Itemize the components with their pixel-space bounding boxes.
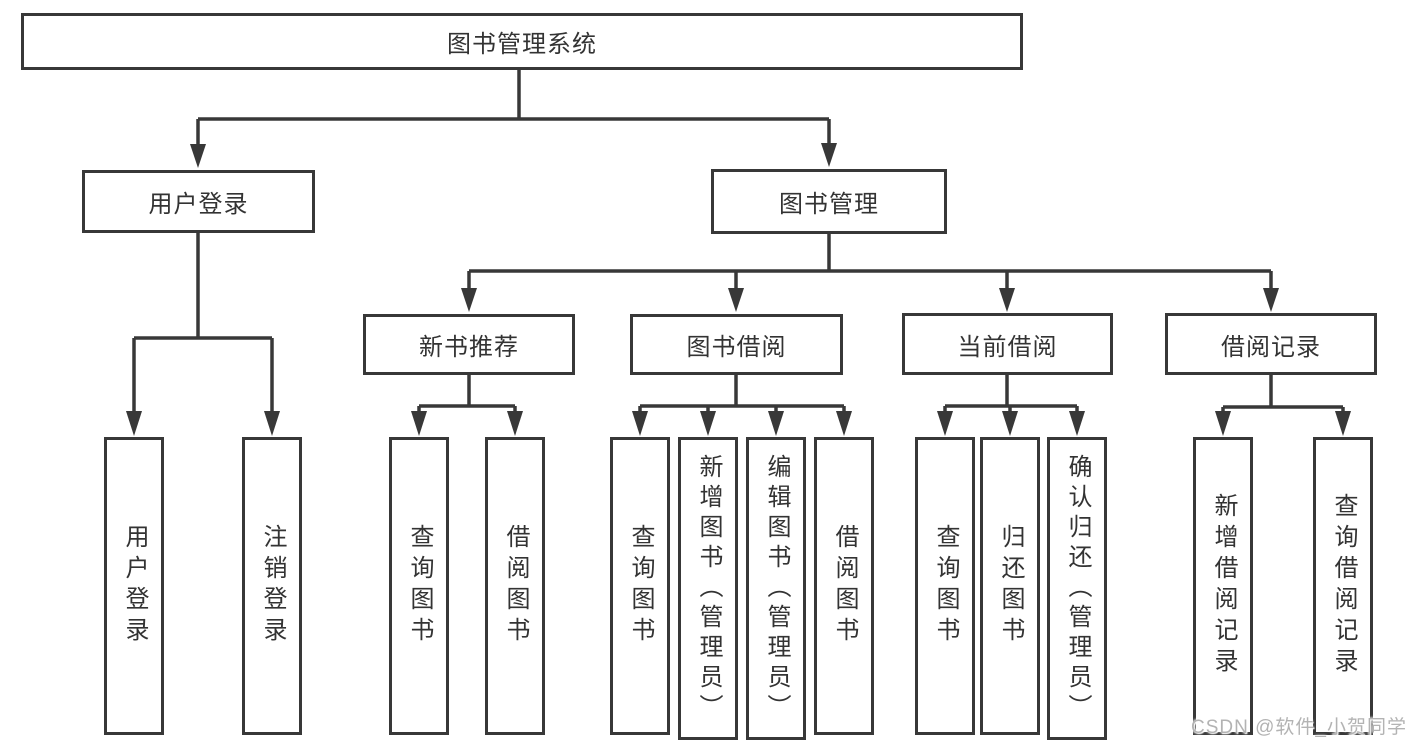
node-book-management: 图书管理 [711, 169, 947, 234]
node-current-borrowing: 当前借阅 [902, 313, 1113, 375]
leaf-add-borrow-record: 新增借阅记录 [1193, 437, 1253, 735]
arrowhead [1002, 411, 1018, 436]
csdn-watermark: CSDN @软件_小贺同学 [1191, 717, 1405, 738]
arrowhead [999, 288, 1015, 312]
arrowhead [126, 411, 142, 436]
connector-root-to-level2 [196, 70, 831, 145]
arrowhead [461, 288, 477, 312]
arrowhead [190, 144, 206, 168]
arrowhead [632, 411, 648, 436]
leaf-confirm-return-admin: 确认归还（管理员） [1047, 437, 1107, 740]
arrowhead [507, 411, 523, 436]
arrowhead [728, 288, 744, 312]
leaf-borrow-book-recommend: 借阅图书 [485, 437, 545, 735]
arrowhead [1069, 411, 1085, 436]
leaf-user-login: 用户登录 [104, 437, 164, 735]
node-root: 图书管理系统 [21, 13, 1023, 70]
leaf-borrow-book-borrowing: 借阅图书 [814, 437, 874, 735]
arrowhead [821, 143, 837, 167]
arrowhead [768, 411, 784, 436]
node-book-borrowing: 图书借阅 [630, 314, 843, 375]
leaf-query-borrow-record: 查询借阅记录 [1313, 437, 1373, 735]
leaf-logout: 注销登录 [242, 437, 302, 735]
node-user-login: 用户登录 [82, 170, 315, 233]
connector-newbookrec-to-children [417, 375, 517, 412]
arrowhead [264, 411, 280, 436]
leaf-query-book-borrowing: 查询图书 [610, 437, 670, 735]
arrowhead [1335, 411, 1351, 436]
connector-borrowrecord-to-children [1221, 375, 1345, 412]
connector-currentborrow-to-children [943, 375, 1079, 412]
leaf-edit-book-admin: 编辑图书（管理员） [746, 437, 806, 740]
arrowhead [700, 411, 716, 436]
leaf-add-book-admin: 新增图书（管理员） [678, 437, 738, 740]
node-new-book-recommend: 新书推荐 [363, 314, 575, 375]
arrowhead [1215, 411, 1231, 436]
node-borrowing-records: 借阅记录 [1165, 313, 1377, 375]
arrowhead [411, 411, 427, 436]
arrowhead [836, 411, 852, 436]
leaf-query-book-recommend: 查询图书 [389, 437, 449, 735]
connector-bookborrow-to-children [638, 375, 846, 412]
leaf-query-book-current: 查询图书 [915, 437, 975, 735]
connector-userlogin-to-children [132, 233, 274, 412]
arrowhead [1263, 288, 1279, 312]
arrowhead [937, 411, 953, 436]
connector-bookmgmt-to-level3 [467, 234, 1273, 290]
leaf-return-book: 归还图书 [980, 437, 1040, 735]
